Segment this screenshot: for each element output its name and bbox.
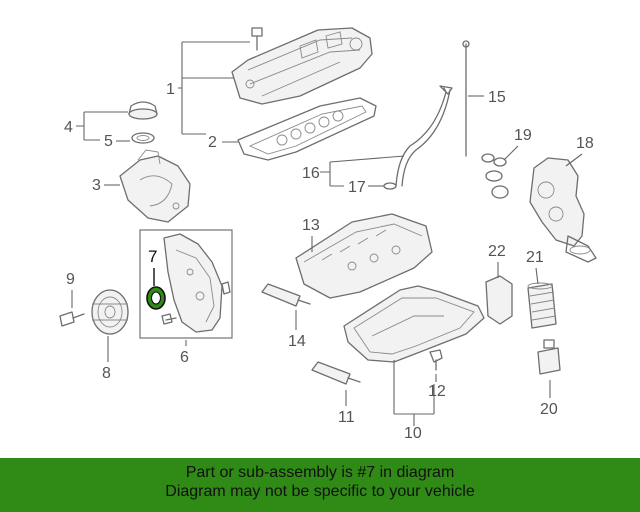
part-14-sealant (261, 283, 311, 307)
part-7-seal-highlighted (146, 286, 166, 310)
leader-16 (320, 155, 405, 187)
part-4-filler-cap (128, 101, 158, 120)
callout-14: 14 (288, 333, 306, 350)
leader-4 (76, 111, 128, 141)
part-16-dipstick-tube (395, 85, 453, 187)
part-11-sealant (311, 361, 361, 385)
callout-4: 4 (64, 119, 73, 136)
callout-17: 17 (348, 179, 366, 196)
callout-8: 8 (102, 365, 111, 382)
part-17-seal (383, 182, 397, 190)
callout-18: 18 (576, 135, 594, 152)
part-10-lower-oil-pan (343, 285, 485, 363)
callout-10: 10 (404, 425, 422, 442)
part-6-timing-cover-group (139, 229, 233, 339)
part-18-oil-filter-housing (529, 157, 597, 263)
callout-22: 22 (488, 243, 506, 260)
leader-18 (565, 153, 583, 167)
part-9-bolt (59, 311, 85, 327)
part-12-drain-plug (429, 349, 443, 371)
leader-2 (182, 133, 238, 143)
callout-7: 7 (148, 247, 157, 266)
part-21-oil-filter (527, 282, 557, 329)
parts-diagram: 1 2 4 5 3 15 16 (59, 27, 597, 442)
part-5-seal (131, 132, 155, 144)
part-8-crankshaft-pulley (91, 289, 129, 335)
part-1-bolt (251, 27, 263, 51)
callout-12: 12 (428, 383, 446, 400)
callout-21: 21 (526, 249, 544, 266)
callout-13: 13 (302, 217, 320, 234)
callout-9: 9 (66, 271, 75, 288)
part-3-filler-housing (119, 149, 191, 223)
part-19-seals (481, 153, 509, 199)
leader-21 (535, 267, 539, 285)
part-2-gasket (237, 97, 377, 161)
callout-1: 1 (166, 81, 175, 98)
leader-10 (393, 360, 435, 426)
part-22-sensor (485, 275, 513, 325)
part-13-upper-oil-pan (295, 213, 433, 299)
callout-3: 3 (92, 177, 101, 194)
part-1-valve-cover (231, 27, 373, 105)
callout-5: 5 (104, 133, 113, 150)
part-20-fitting (537, 339, 561, 375)
leader-19 (503, 145, 519, 161)
info-banner: Part or sub-assembly is #7 in diagram Di… (0, 458, 640, 512)
part-15-dipstick (462, 40, 470, 157)
banner-line-2: Diagram may not be specific to your vehi… (165, 483, 475, 500)
banner-line-1: Part or sub-assembly is #7 in diagram (185, 464, 455, 481)
callout-20: 20 (540, 401, 558, 418)
callout-11: 11 (338, 409, 355, 426)
callout-6: 6 (180, 349, 189, 366)
callout-19: 19 (514, 127, 532, 144)
callout-15: 15 (488, 89, 506, 106)
callout-16: 16 (302, 165, 320, 182)
leader-1 (178, 41, 250, 134)
callout-2: 2 (208, 134, 217, 151)
